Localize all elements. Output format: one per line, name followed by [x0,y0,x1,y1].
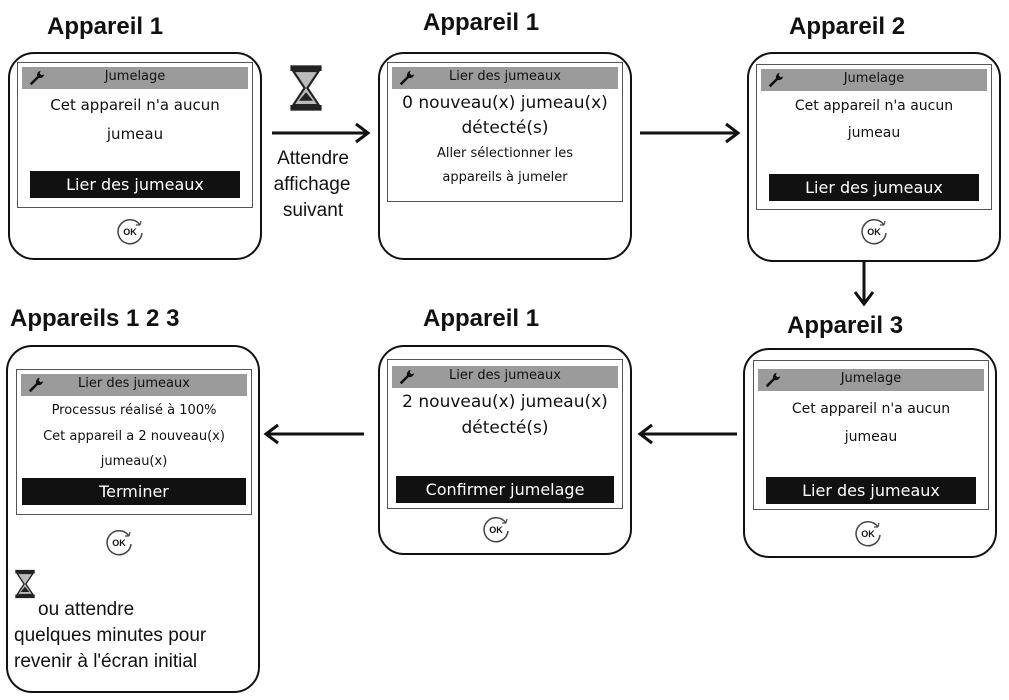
step5-line2: détecté(s) [461,418,549,438]
step5-device: Lier des jumeaux 2 nouveau(x) jumeau(x) … [378,345,632,555]
step1-header: Jumelage [22,67,248,89]
ok-label: OK [489,525,503,535]
ok-button-icon[interactable]: OK [115,216,145,246]
step1-device: Jumelage Cet appareil n'a aucun jumeau L… [8,52,262,260]
step2-label: Appareil 1 [423,9,540,36]
step2-header: Lier des jumeaux [392,67,618,89]
step1-header-title: Jumelage [104,69,166,84]
step3-action-button[interactable]: Lier des jumeaux [769,174,979,201]
step4-line1: Cet appareil n'a aucun [791,401,951,417]
step6-line2: Cet appareil a 2 nouveau(x) [43,429,225,444]
step4-header: Jumelage [758,369,984,391]
step3-screen: Jumelage Cet appareil n'a aucun jumeau L… [756,64,992,210]
arrow-3-to-4 [853,262,875,307]
step2-line3: Aller sélectionner les [436,146,574,161]
final-note-line3: revenir à l'écran initial [14,651,198,672]
step2-header-title: Lier des jumeaux [449,69,561,84]
ok-button-icon[interactable]: OK [104,527,134,557]
arrow-5-to-6 [263,423,364,445]
step4-screen: Jumelage Cet appareil n'a aucun jumeau L… [753,360,989,510]
step1-screen: Jumelage Cet appareil n'a aucun jumeau L… [17,62,253,208]
step4-label: Appareil 3 [787,312,904,339]
step5-header: Lier des jumeaux [392,366,618,388]
step3-header-title: Jumelage [843,71,905,86]
step6-label: Appareils 1 2 3 [10,305,180,332]
step5-confirm-button[interactable]: Confirmer jumelage [396,476,614,503]
step4-device: Jumelage Cet appareil n'a aucun jumeau L… [743,348,997,558]
step1-line1: Cet appareil n'a aucun [50,96,220,114]
step6-finish-button[interactable]: Terminer [22,478,246,505]
step3-device: Jumelage Cet appareil n'a aucun jumeau L… [747,52,1001,262]
wrench-icon [29,70,45,86]
step3-line2: jumeau [847,125,901,141]
arrow-1-to-2 [272,122,371,144]
ok-label: OK [867,227,881,237]
step3-line1: Cet appareil n'a aucun [794,98,954,114]
ok-button-icon[interactable]: OK [481,514,511,544]
step6-header: Lier des jumeaux [21,374,247,396]
step1-line2: jumeau [106,125,164,143]
step1-action-button[interactable]: Lier des jumeaux [30,171,240,198]
step4-line2: jumeau [844,429,898,445]
step6-screen: Lier des jumeaux Processus réalisé à 100… [16,369,252,515]
step6-line1: Processus réalisé à 100% [51,403,217,418]
step3-label: Appareil 2 [789,13,906,40]
wait-note-line2: affichage [273,174,351,195]
arrow-2-to-3 [640,122,741,144]
wrench-icon [399,369,415,385]
step6-header-title: Lier des jumeaux [78,376,190,391]
final-note-line2: quelques minutes pour [14,625,207,646]
ok-label: OK [861,529,875,539]
wrench-icon [399,70,415,86]
final-note-line1: ou attendre [38,599,135,620]
step2-device: Lier des jumeaux 0 nouveau(x) jumeau(x) … [378,52,632,260]
arrow-4-to-5 [637,423,737,445]
wait-note-line3: suivant [282,200,344,221]
wrench-icon [768,72,784,88]
step4-action-button[interactable]: Lier des jumeaux [766,477,976,504]
step6-line3: jumeau(x) [100,454,168,469]
step2-line1: 0 nouveau(x) jumeau(x) [402,93,608,113]
wrench-icon [28,377,44,393]
step1-label: Appareil 1 [47,13,164,40]
wrench-icon [765,372,781,388]
step2-line4: appareils à jumeler [442,170,568,185]
step5-screen: Lier des jumeaux 2 nouveau(x) jumeau(x) … [387,359,623,509]
hourglass-icon [290,65,322,111]
step5-header-title: Lier des jumeaux [449,368,561,383]
step2-screen: Lier des jumeaux 0 nouveau(x) jumeau(x) … [387,62,623,202]
step5-line1: 2 nouveau(x) jumeau(x) [402,392,608,412]
step2-line2: détecté(s) [461,118,549,138]
step5-label: Appareil 1 [423,305,540,332]
step4-header-title: Jumelage [840,371,902,386]
hourglass-icon [15,569,35,599]
wait-note-line1: Attendre [277,148,349,169]
ok-label: OK [112,538,126,548]
ok-label: OK [123,227,137,237]
step6-device: Lier des jumeaux Processus réalisé à 100… [6,345,260,693]
step3-header: Jumelage [761,69,987,91]
ok-button-icon[interactable]: OK [859,216,889,246]
ok-button-icon[interactable]: OK [853,518,883,548]
